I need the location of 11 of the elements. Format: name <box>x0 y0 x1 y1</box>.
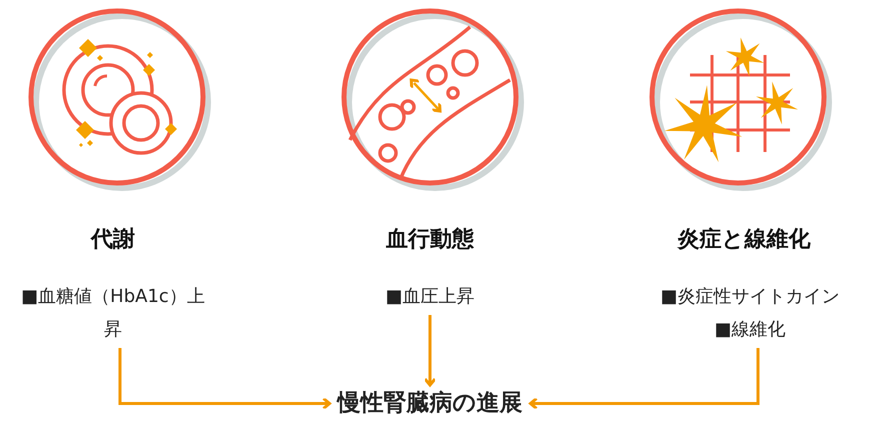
arrow <box>424 315 436 386</box>
arrow <box>529 348 760 410</box>
bullet-text: ■炎症性サイトカイン <box>659 285 840 309</box>
category-heading: 炎症と線維化 <box>676 226 812 254</box>
bullet-text: ■線維化 <box>713 318 786 342</box>
category-heading: 代謝 <box>89 226 136 254</box>
category-heading: 血行動態 <box>385 226 475 254</box>
arrow <box>118 348 331 410</box>
bullet-text: ■血圧上昇 <box>384 285 476 309</box>
result-text: 慢性腎臓病の進展 <box>336 389 524 418</box>
bullet-text: ■血糖値（HbA1c）上昇 <box>20 285 206 342</box>
